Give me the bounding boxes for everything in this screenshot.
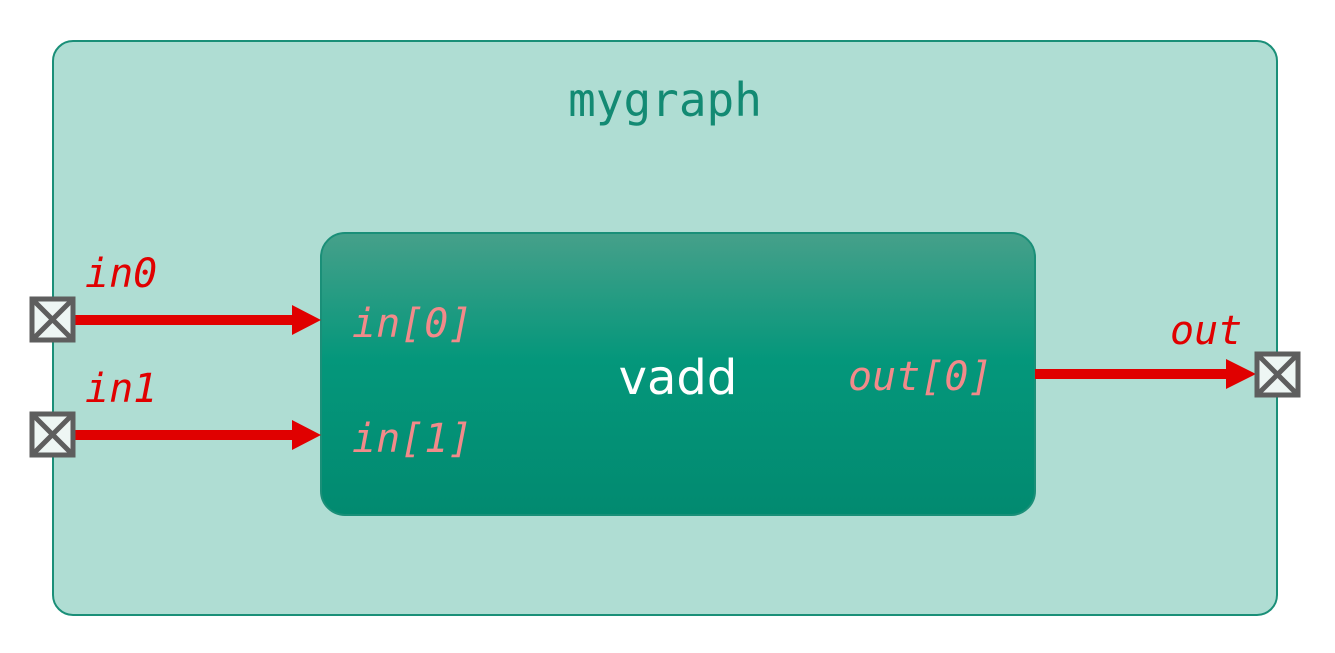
port-out-icon[interactable]: [1254, 351, 1301, 398]
kernel-name: vadd: [619, 350, 738, 406]
port-label-out: out: [1170, 308, 1242, 354]
kernel-port-out0: out[0]: [848, 354, 993, 400]
net-in0: [75, 305, 321, 335]
port-label-in1: in1: [85, 366, 157, 412]
port-label-in0: in0: [85, 251, 157, 297]
port-in1-icon[interactable]: [29, 411, 76, 458]
net-out: [1035, 359, 1256, 389]
net-in1: [75, 420, 321, 450]
kernel-port-in0: in[0]: [352, 301, 472, 347]
kernel-port-in1: in[1]: [352, 416, 472, 462]
graph-title: mygraph: [568, 73, 762, 127]
port-in0-icon[interactable]: [29, 296, 76, 343]
